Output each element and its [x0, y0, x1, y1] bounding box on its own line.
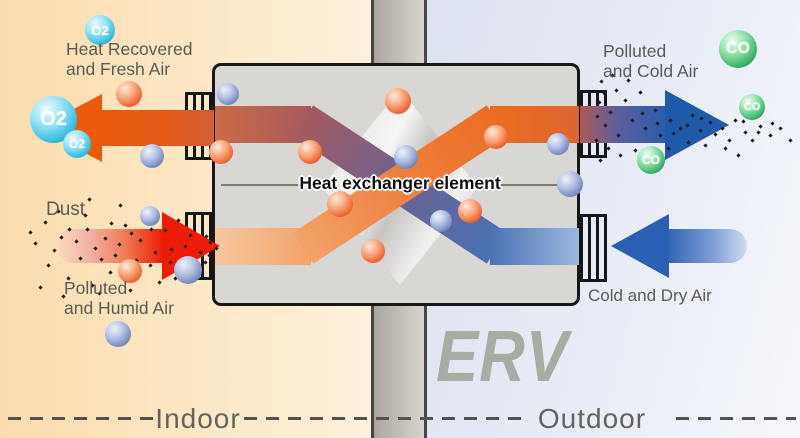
outdoor-label: Outdoor — [537, 403, 647, 434]
dust-dot — [690, 113, 695, 118]
outdoor-intake-arrow-head — [611, 214, 669, 278]
warm-molecule — [298, 140, 322, 164]
dust-dot — [655, 121, 660, 126]
carbon-monoxide-bubble: CO — [719, 30, 757, 68]
warm-molecule — [118, 259, 142, 283]
dust-dot — [698, 128, 703, 133]
dust-dot — [623, 98, 628, 103]
dust-dot — [633, 148, 638, 153]
cool-molecule — [430, 210, 452, 232]
outdoor-intake-arrow-body — [669, 229, 747, 263]
dust-dot — [606, 146, 611, 151]
dust-dot — [630, 118, 635, 123]
dust-dot — [671, 131, 676, 136]
dust-dot — [686, 140, 691, 145]
cool-molecule — [557, 171, 583, 197]
dust-dot — [597, 100, 602, 105]
dust-dot — [750, 138, 755, 143]
boundary-dash-segment — [244, 417, 528, 420]
dust-dot — [643, 126, 648, 131]
warm-molecule — [209, 140, 233, 164]
dust-dot — [616, 133, 621, 138]
dust-dot — [727, 138, 732, 143]
warm-molecule — [484, 125, 508, 149]
dust-dot — [668, 118, 673, 123]
dust-dot — [770, 121, 775, 126]
exhaust-air-arrow-body — [580, 106, 666, 143]
dust-dot — [756, 130, 761, 135]
warm-molecule — [385, 88, 411, 114]
erv-watermark: ERV — [436, 317, 569, 397]
warm-molecule — [116, 81, 142, 107]
cool-molecule — [547, 133, 569, 155]
oxygen-bubble: O2 — [85, 15, 115, 45]
dust-dot — [708, 120, 713, 125]
duct-flange-right-bottom — [580, 214, 607, 282]
cool-molecule — [140, 144, 164, 168]
dust-dot — [699, 116, 704, 121]
cool-molecule — [140, 206, 160, 226]
cool-molecule — [174, 256, 202, 284]
dust-dot — [594, 138, 599, 143]
carbon-monoxide-bubble: CO — [739, 94, 765, 120]
boundary-dash-segment — [676, 417, 796, 420]
carbon-monoxide-bubble: CO — [637, 146, 665, 174]
boundary-dash-segment — [8, 417, 154, 420]
exhaust-air-label: Polluted and Cold Air — [603, 41, 699, 81]
cool-molecule — [105, 321, 131, 347]
supply-air-label: Heat Recovered and Fresh Air — [66, 39, 193, 79]
dust-dot — [595, 114, 600, 119]
dust-dot — [658, 133, 663, 138]
dust-dot — [685, 123, 690, 128]
return-air-label-line2: and Humid Air — [64, 297, 174, 318]
dust-dot — [678, 126, 683, 131]
dust-label: Dust — [46, 199, 86, 220]
exhaust-air-arrow-head — [665, 90, 729, 160]
oxygen-bubble: O2 — [63, 130, 91, 158]
dust-dot — [733, 118, 738, 123]
dust-dot — [743, 130, 748, 135]
intake-air-band-cold-end — [490, 228, 579, 265]
dust-dot — [713, 132, 718, 137]
dust-dot — [614, 88, 619, 93]
dust-dot — [598, 158, 603, 163]
dust-dot — [778, 126, 783, 131]
indoor-label: Indoor — [155, 403, 241, 434]
dust-dot — [741, 119, 746, 124]
dust-dot — [603, 123, 608, 128]
warm-molecule — [327, 191, 353, 217]
return-air-arrow-body — [57, 229, 163, 263]
dust-dot — [608, 110, 613, 115]
supply-air-label-line2: and Fresh Air — [66, 58, 171, 79]
dust-dot — [703, 143, 708, 148]
exhaust-air-label-line1: Polluted — [603, 41, 667, 61]
cool-molecule — [394, 145, 418, 169]
dust-dot — [666, 146, 671, 151]
exhaust-air-label-line2: and Cold Air — [603, 60, 699, 81]
dust-dot — [720, 126, 725, 131]
dust-dot — [723, 146, 728, 151]
warm-molecule — [458, 199, 482, 223]
outdoor-intake-label: Cold and Dry Air — [588, 286, 712, 305]
dust-dot — [640, 111, 645, 116]
dust-dot — [736, 153, 741, 158]
cool-molecule — [217, 83, 239, 105]
dust-dot — [768, 133, 773, 138]
dust-dot — [758, 124, 763, 129]
return-air-label-line1: Polluted — [64, 278, 128, 298]
dust-dot — [653, 108, 658, 113]
dust-dot — [788, 138, 793, 143]
dust-dot — [602, 91, 607, 96]
dust-dot — [618, 153, 623, 158]
dust-dot — [638, 90, 643, 95]
return-air-label: Polluted and Humid Air — [64, 278, 174, 318]
warm-molecule — [361, 239, 385, 263]
heat-exchanger-label: Heat exchanger element — [299, 173, 501, 193]
supply-air-arrow-body — [100, 110, 214, 146]
supply-air-label-line1: Heat Recovered — [66, 39, 193, 59]
